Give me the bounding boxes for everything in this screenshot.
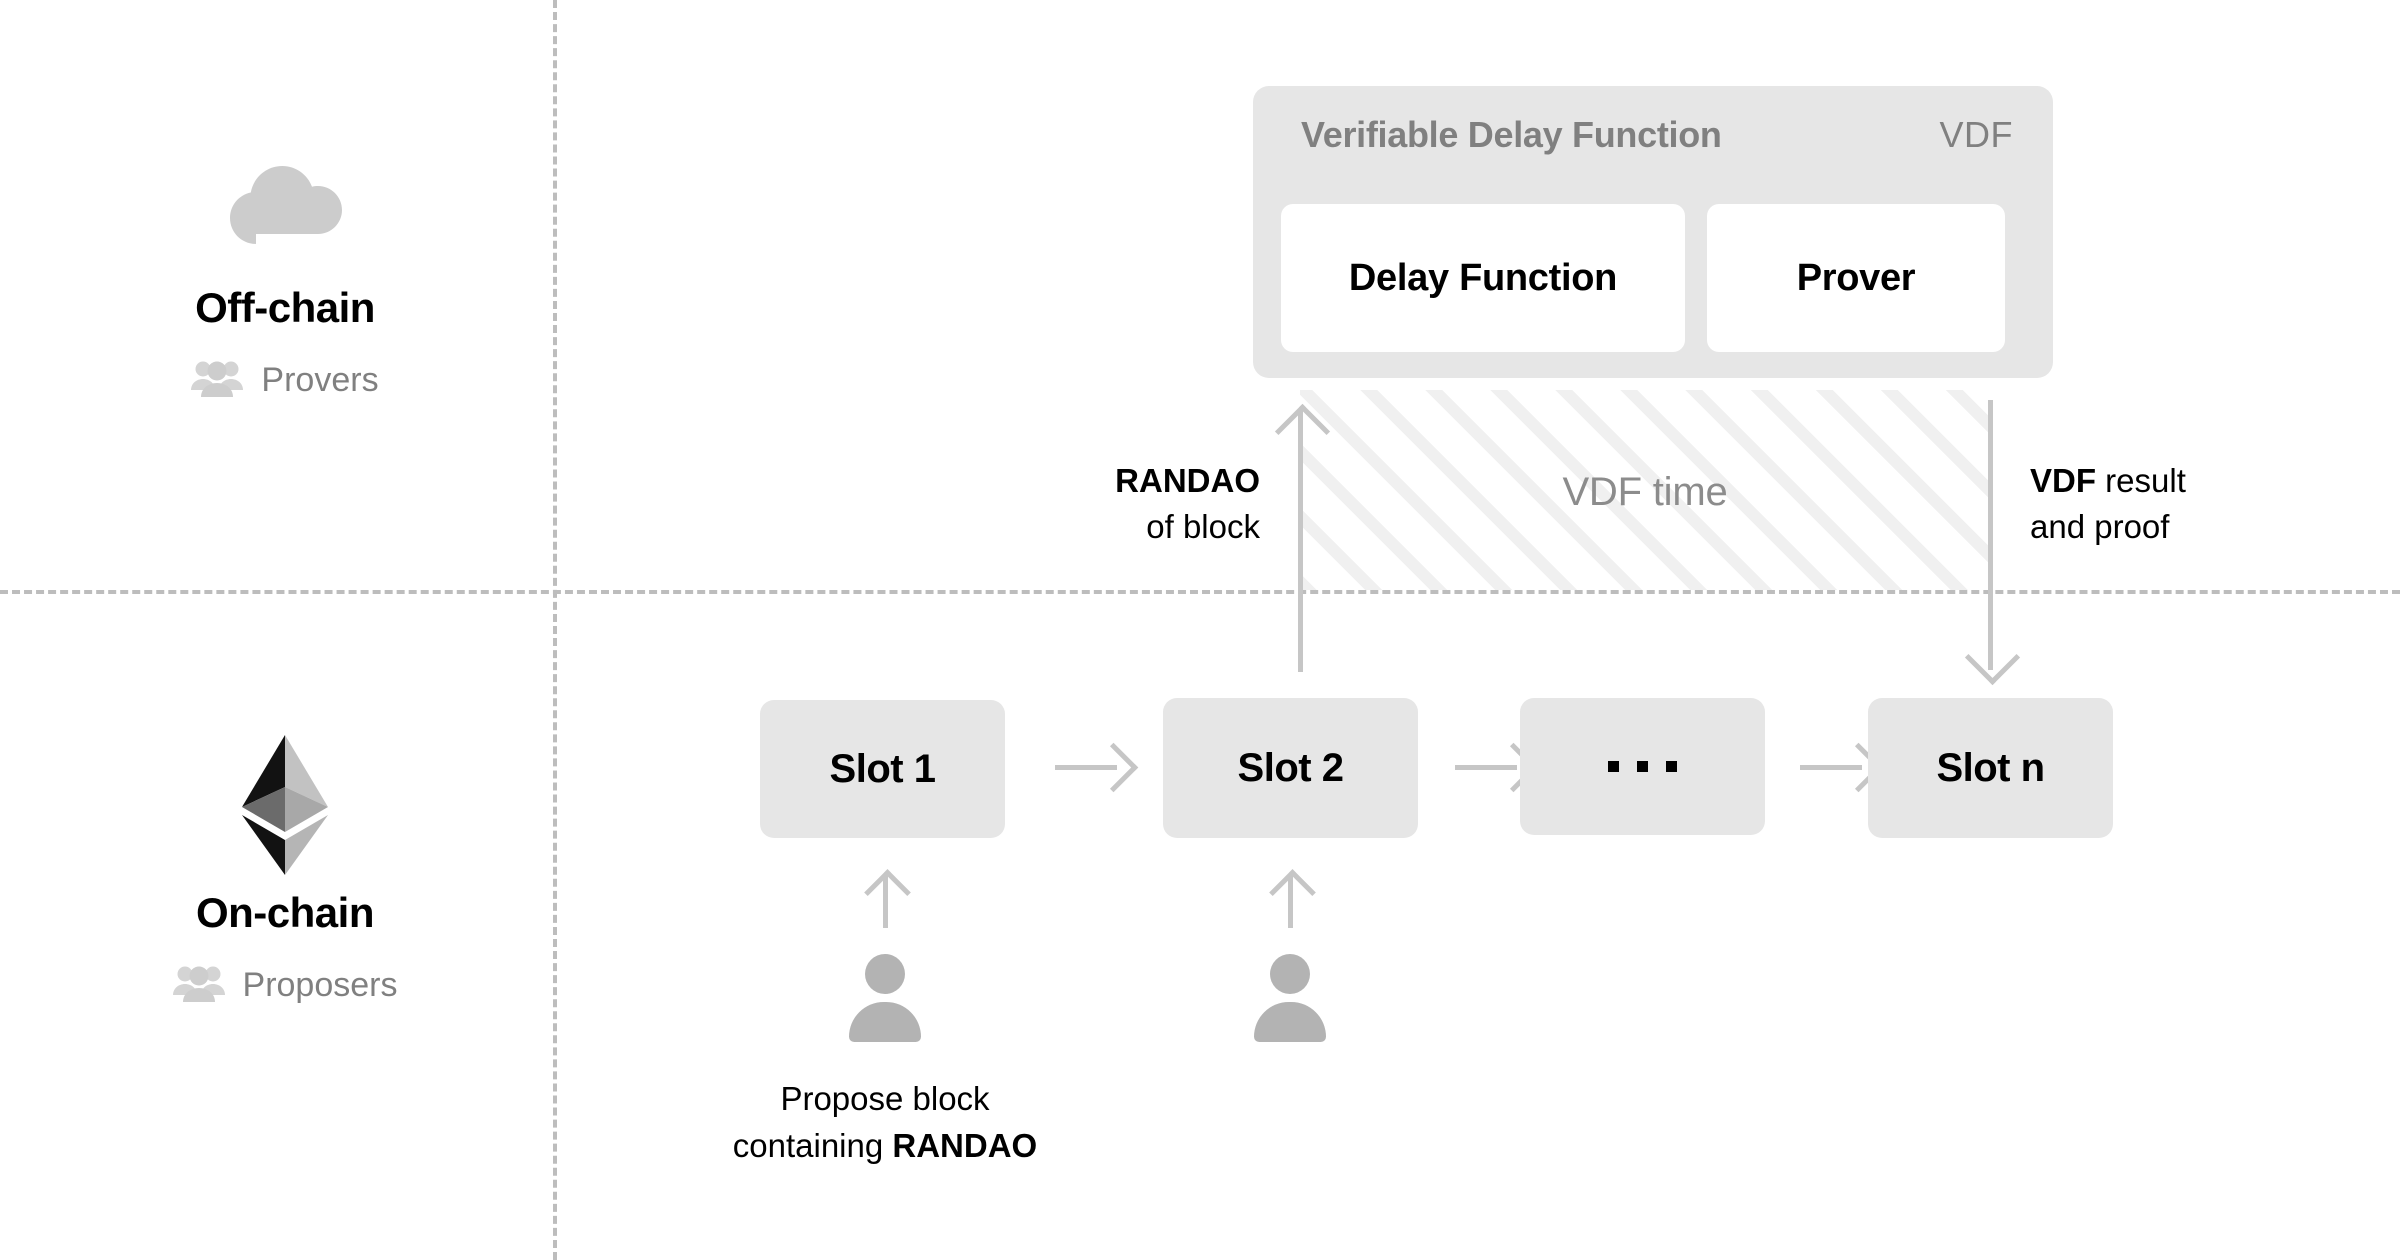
vdf-panel-header: Verifiable Delay Function VDF	[1301, 114, 2013, 156]
vdf-result-flow-label-bold: VDF	[2030, 462, 2096, 499]
legend-offchain-title: Off-chain	[195, 284, 375, 331]
randao-flow-label-line1: RANDAO	[1115, 462, 1260, 499]
vdf-card-delay-function: Delay Function	[1281, 204, 1685, 352]
slot-box-1[interactable]: Slot 1	[760, 700, 1005, 838]
legend-offchain-actors: Provers	[75, 358, 495, 403]
legend-onchain-title: On-chain	[195, 889, 375, 936]
legend-offchain-actors-label: Provers	[261, 361, 379, 399]
randao-flow-label: RANDAO of block	[1020, 458, 1260, 549]
vdf-result-flow-label-line2: and proof	[2030, 507, 2170, 545]
vdf-time-hatched-band	[1300, 390, 1990, 590]
propose-block-caption-line1: Propose block	[780, 1080, 990, 1117]
person-icon	[1230, 954, 1350, 1042]
proposer-group-slot-2	[1230, 868, 1350, 1042]
ellipsis-icon	[1608, 761, 1677, 772]
slot-box-2[interactable]: Slot 2	[1163, 698, 1418, 838]
proposer-group-slot-1	[825, 868, 945, 1042]
legend-onchain: On-chain Proposers	[75, 735, 495, 1008]
propose-block-caption-line2-prefix: containing	[732, 1126, 893, 1164]
legend-onchain-actors-label: Proposers	[242, 966, 398, 1004]
arrow-right-icon	[1800, 742, 1884, 793]
arrow-up-icon	[1230, 868, 1350, 932]
legend-onchain-actors: Proposers	[75, 963, 495, 1008]
legend-offchain: Off-chain Provers	[75, 130, 495, 403]
arrow-up-icon	[825, 868, 945, 932]
cloud-icon	[75, 130, 495, 270]
slot-box-ellipsis[interactable]	[1520, 698, 1765, 835]
horizontal-divider-offchain-onchain	[0, 590, 2400, 594]
vdf-panel-title: Verifiable Delay Function	[1301, 114, 1722, 155]
vdf-time-label: VDF time	[1562, 470, 1728, 514]
propose-block-caption-line2-bold: RANDAO	[892, 1126, 1038, 1164]
propose-block-caption: Propose block containing RANDAO	[700, 1076, 1070, 1170]
person-icon	[825, 954, 945, 1042]
people-icon	[172, 963, 225, 1008]
vdf-card-prover: Prover	[1707, 204, 2005, 352]
vdf-result-arrow-shaft	[1988, 400, 1993, 670]
arrow-right-icon	[1055, 742, 1139, 793]
slot-box-n[interactable]: Slot n	[1868, 698, 2113, 838]
arrow-down-icon	[1964, 629, 2021, 686]
vdf-panel-abbreviation: VDF	[1939, 114, 2013, 155]
vdf-result-flow-label-rest: result	[2096, 462, 2186, 499]
people-icon	[191, 358, 244, 403]
ethereum-logo-icon	[75, 735, 495, 875]
randao-arrow-shaft	[1298, 410, 1303, 672]
vdf-result-flow-label: VDF result and proof	[2030, 458, 2330, 549]
vertical-divider	[553, 0, 557, 1260]
arrow-right-icon	[1455, 742, 1539, 793]
randao-flow-label-line2: of block	[1146, 507, 1260, 545]
vdf-card-row: Delay Function Prover	[1281, 204, 2025, 352]
vdf-panel: Verifiable Delay Function VDF Delay Func…	[1253, 86, 2053, 378]
